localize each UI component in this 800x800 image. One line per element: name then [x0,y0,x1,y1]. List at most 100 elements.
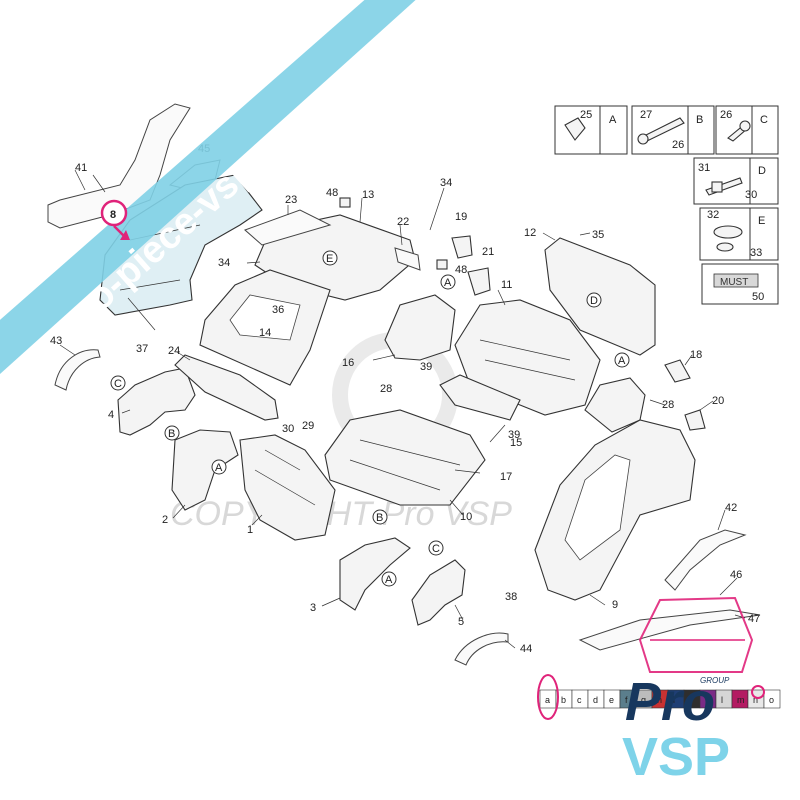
ref-2: 2 [162,514,168,526]
ref-13: 13 [362,189,374,201]
pro-vsp-logo: Pro GROUP VSP [622,596,765,787]
highlight-marker: 8 [100,199,130,240]
fastener-box-e: 32 33 E [699,207,779,261]
part-19-bracket [451,235,473,259]
part-24-cowl [174,354,279,421]
ref-20: 20 [712,395,724,407]
part-21-bracket [467,267,491,296]
logo-vsp: VSP [622,727,730,787]
part-46-sill [578,609,761,651]
legend-letter-g: g [641,695,646,705]
badge-box: MUST 50 [701,263,779,305]
fastener-e-ref1: 32 [707,209,719,221]
ref-37: 37 [136,343,148,355]
legend-letter-k: k [705,695,710,705]
part-48-clip [339,197,448,270]
circle-ref-a: A [444,277,452,289]
legend-letter-i: i [673,695,675,705]
part-4-front-fender [117,367,196,436]
legend-letter-h: h [657,695,662,705]
ref-11: 11 [501,279,512,291]
ref-41: 41 [75,162,87,174]
fastener-box-d: 31 30 D [693,157,779,205]
ref-35: 35 [592,229,604,241]
ref-22: 22 [397,216,409,228]
ref-29: 29 [302,420,314,432]
ref-48: 48 [326,187,338,199]
circle-ref-b: B [168,428,175,440]
ref-14: 14 [259,327,271,339]
ref-12: 12 [524,227,536,239]
legend-letter-l: l [721,695,723,705]
legend-letter-n: n [753,695,758,705]
part-18-bracket [664,359,691,383]
ref-39b: 39 [508,429,520,441]
fastener-c-ref: 26 [720,109,732,121]
circle-ref-e: E [326,253,333,265]
circle-ref-a-2: A [618,355,626,367]
ref-47: 47 [748,613,760,625]
ref-42: 42 [725,502,737,514]
logo-pro: Pro [625,672,715,732]
fastener-e-letter: E [758,215,765,227]
ref-9: 9 [612,599,618,611]
legend-letter-e: e [609,695,614,705]
circled-letter-refs: E A D A C B A B A C [110,250,630,587]
part-41-quarter-extension [47,103,191,229]
fastener-e-ref2: 33 [750,247,762,259]
legend-letter-o: o [769,695,774,705]
ref-38: 38 [505,591,517,603]
fastener-b-ref2: 26 [672,139,684,151]
fastener-d-ref2: 30 [745,189,757,201]
legend-letter-c: c [577,695,582,705]
ref-19: 19 [455,211,467,223]
fastener-box-c: 26 C [715,105,779,155]
ref-44: 44 [520,643,532,655]
ref-15: 15 [510,437,522,449]
ref-48b: 48 [455,264,467,276]
part-22-roof-rail [394,247,421,271]
ref-24: 24 [168,345,180,357]
ref-43: 43 [50,335,62,347]
part-39-crossmember [439,374,521,421]
ref-34: 34 [218,257,230,269]
part-43-arch-trim [54,349,101,391]
part-1-bulkhead [239,434,336,541]
fastener-b-ref1: 27 [640,109,652,121]
badge-ref: 50 [752,291,764,303]
part-42-trim [664,529,747,591]
fastener-b-letter: B [696,114,703,126]
part-14-windscreen-frame [199,269,331,386]
ref-30: 30 [282,423,294,435]
legend-letter-d: d [593,695,598,705]
part-16-rear-arch-inner [384,294,456,361]
legend-letter-f: f [625,695,628,705]
legend-letter-m: m [737,695,745,705]
ref-23: 23 [285,194,297,206]
ref-1: 1 [247,524,253,536]
part-15-rear-arch [584,377,646,433]
fastener-c-letter: C [760,114,768,126]
badge-text: MUST [720,277,748,288]
ref-28b: 28 [662,399,674,411]
circle-ref-a-3: A [215,462,223,474]
logo-group: GROUP [700,676,730,685]
part-5-front-fender [411,559,466,626]
ref-16: 16 [342,357,354,369]
circle-ref-c: C [114,378,122,390]
highlight-ref: 8 [110,209,116,221]
legend-highlight-ring [537,674,559,720]
fastener-box-a: 25 A [554,105,628,155]
ref-36: 36 [272,304,284,316]
part-44-arch-trim [454,632,509,666]
part-number-labels: 41 45 43 37 24 4 2 1 3 5 44 38 29 30 23 … [50,143,760,655]
legend-letter-b: b [561,695,566,705]
ref-10: 10 [460,511,472,523]
circle-ref-a-4: A [385,574,393,586]
fastener-d-ref1: 31 [698,162,710,174]
ref-17: 17 [500,471,512,483]
ref-5: 5 [458,616,464,628]
legend-swatch-o [763,689,781,709]
